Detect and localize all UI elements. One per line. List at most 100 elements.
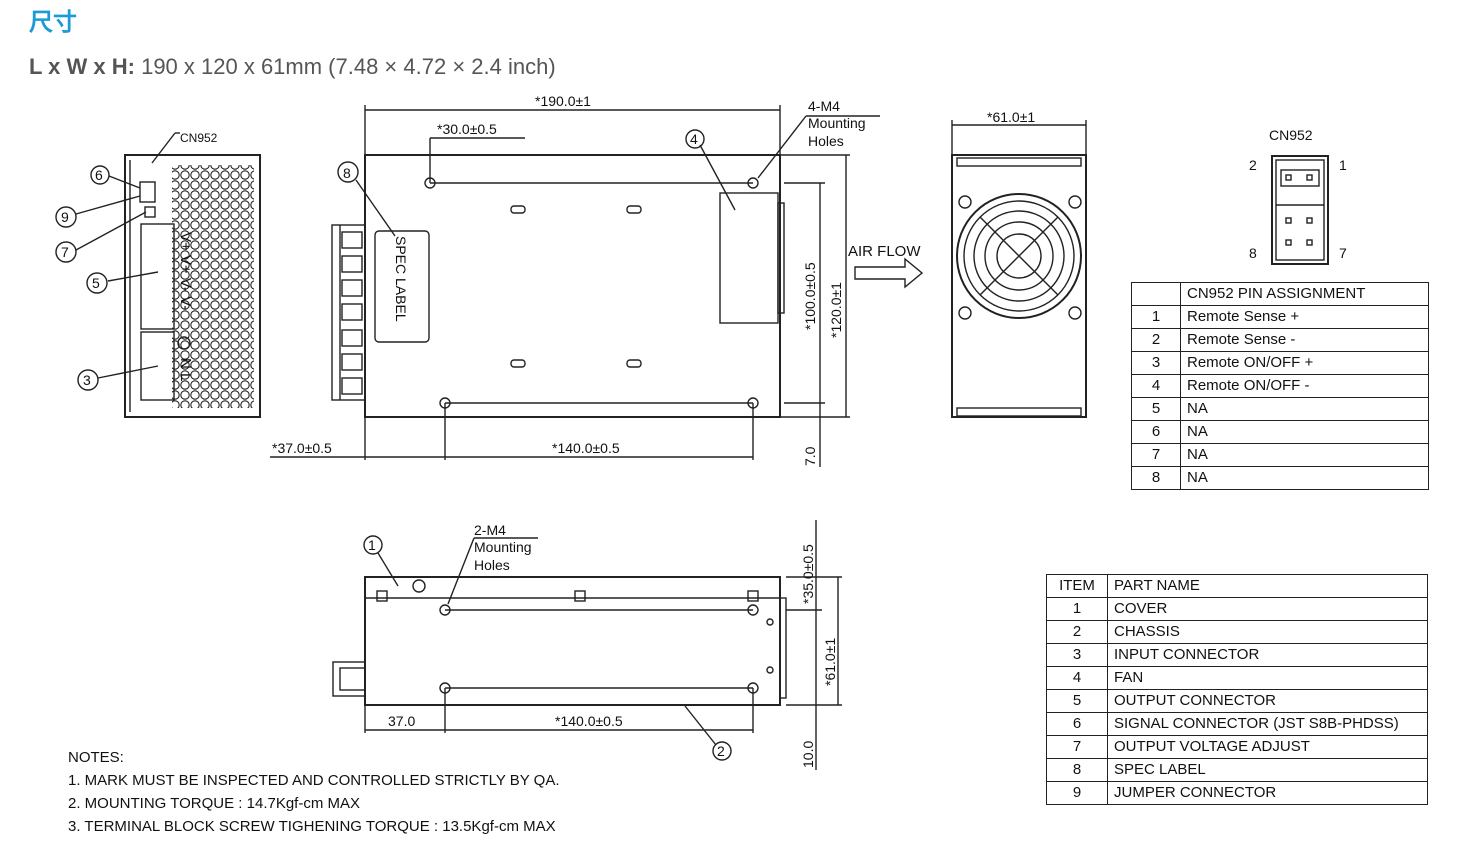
top-hole-v-label: *100.0±0.5 <box>802 262 818 330</box>
pin-name: NA <box>1180 466 1429 490</box>
pin-name: NA <box>1180 397 1429 421</box>
section-heading: 尺寸 <box>29 8 77 36</box>
callout-8: 8 <box>343 165 351 181</box>
pin-num: 3 <box>1131 351 1181 375</box>
part-num: 6 <box>1046 712 1108 736</box>
part-name: SIGNAL CONNECTOR (JST S8B-PHDSS) <box>1107 712 1428 736</box>
callout-3: 3 <box>83 372 91 388</box>
callout-7: 7 <box>61 244 69 260</box>
part-num: 8 <box>1046 758 1108 782</box>
part-name: COVER <box>1107 597 1428 621</box>
part-name: JUMPER CONNECTOR <box>1107 781 1428 805</box>
top-mount-line3: Holes <box>808 133 844 149</box>
side-cn952-label: CN952 <box>180 131 218 145</box>
callout-6-circle <box>90 165 110 185</box>
side-terminal-labels: V+ V+ V- V- <box>177 232 194 310</box>
pin-name: NA <box>1180 420 1429 444</box>
pin-num: 8 <box>1131 466 1181 490</box>
bottom-margin-label: 10.0 <box>800 741 816 768</box>
pin-num: 4 <box>1131 374 1181 398</box>
dimensions-label: L x W x H: <box>29 54 135 79</box>
pin-name: NA <box>1180 443 1429 467</box>
callout-9: 9 <box>61 209 69 225</box>
callout-7-circle <box>55 241 77 263</box>
part-name: OUTPUT CONNECTOR <box>1107 689 1428 713</box>
connector-pin-7: 7 <box>1339 245 1347 261</box>
top-hole-pitch-label: *140.0±0.5 <box>552 440 620 456</box>
dimensions-value: 190 x 120 x 61mm (7.48 × 4.72 × 2.4 inch… <box>141 54 556 79</box>
top-mount-line2: Mounting <box>808 115 866 131</box>
part-header-name: PART NAME <box>1107 574 1428 598</box>
pin-num: 6 <box>1131 420 1181 444</box>
pin-num: 2 <box>1131 328 1181 352</box>
part-num: 5 <box>1046 689 1108 713</box>
bottom-mount-line1: 2-M4 <box>474 522 506 538</box>
part-name: FAN <box>1107 666 1428 690</box>
notes-title: NOTES: <box>68 749 124 766</box>
callout-5: 5 <box>92 275 100 291</box>
top-left-offset-label: *37.0±0.5 <box>272 440 332 456</box>
pin-num: 1 <box>1131 305 1181 329</box>
bottom-upper-label: *35.0±0.5 <box>800 544 816 604</box>
part-num: 9 <box>1046 781 1108 805</box>
bottom-hole-pitch-label: *140.0±0.5 <box>555 713 623 729</box>
end-height-label: *61.0±1 <box>987 109 1035 125</box>
top-mount-line1: 4-M4 <box>808 98 840 114</box>
pin-name: Remote Sense + <box>1180 305 1429 329</box>
bottom-mount-line3: Holes <box>474 557 510 573</box>
bottom-height-label: *61.0±1 <box>822 638 838 686</box>
part-num: 1 <box>1046 597 1108 621</box>
connector-pin-1: 1 <box>1339 157 1347 173</box>
note-item: 1. MARK MUST BE INSPECTED AND CONTROLLED… <box>68 772 560 789</box>
connector-title: CN952 <box>1269 127 1313 143</box>
callout-2: 2 <box>717 743 725 759</box>
pin-header-num <box>1131 282 1181 306</box>
dimensions-line: L x W x H: 190 x 120 x 61mm (7.48 × 4.72… <box>29 54 556 80</box>
pin-num: 7 <box>1131 443 1181 467</box>
part-num: 7 <box>1046 735 1108 759</box>
top-bottom-margin-label: 7.0 <box>802 446 818 466</box>
part-header-item: ITEM <box>1046 574 1108 598</box>
note-item: 3. TERMINAL BLOCK SCREW TIGHENING TORQUE… <box>68 818 556 835</box>
callout-6: 6 <box>95 167 103 183</box>
pin-name: Remote Sense - <box>1180 328 1429 352</box>
callout-1: 1 <box>368 537 376 553</box>
bottom-left-offset-label: 37.0 <box>388 713 415 729</box>
top-width-label: *120.0±1 <box>828 282 844 338</box>
spec-label-text: SPEC LABEL <box>393 236 409 322</box>
pin-name: Remote ON/OFF + <box>1180 351 1429 375</box>
pin-num: 5 <box>1131 397 1181 421</box>
callout-4: 4 <box>690 131 698 147</box>
table-row: ITEM PART NAME <box>1046 574 1428 598</box>
top-length-label: *190.0±1 <box>535 93 591 109</box>
pin-name: Remote ON/OFF - <box>1180 374 1429 398</box>
part-num: 4 <box>1046 666 1108 690</box>
table-row: CN952 PIN ASSIGNMENT <box>1131 282 1429 306</box>
top-view <box>270 105 880 467</box>
top-offset-label: *30.0±0.5 <box>437 121 497 137</box>
part-name: OUTPUT VOLTAGE ADJUST <box>1107 735 1428 759</box>
part-name: SPEC LABEL <box>1107 758 1428 782</box>
part-num: 3 <box>1046 643 1108 667</box>
connector-pin-8: 8 <box>1249 245 1257 261</box>
cn952-connector <box>1271 155 1329 265</box>
airflow-label: AIR FLOW <box>848 243 921 260</box>
